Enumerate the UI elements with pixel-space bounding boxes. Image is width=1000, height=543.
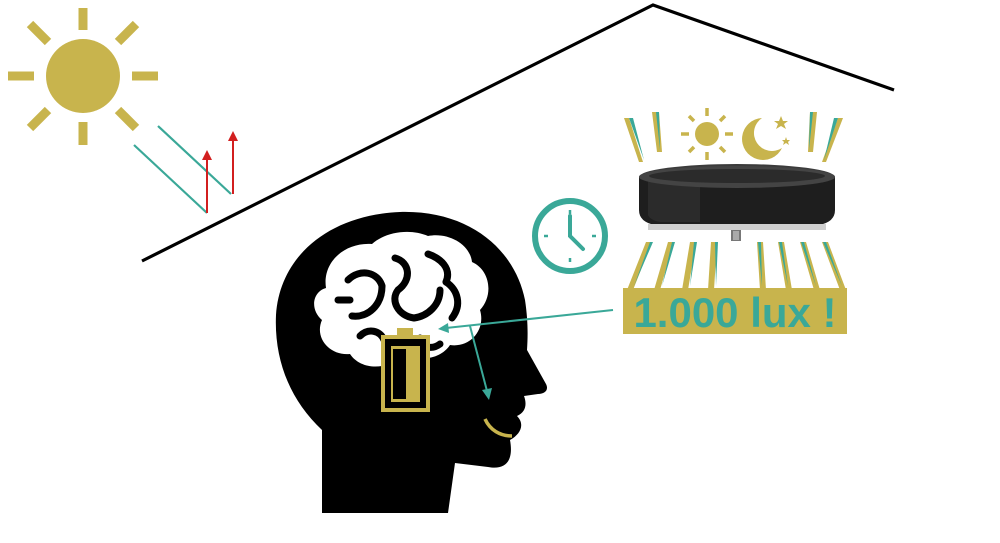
star-icon: [774, 116, 788, 129]
sun-icon: [8, 8, 158, 145]
light-therapy-lamp: [639, 164, 835, 241]
star-icon: [782, 137, 790, 145]
moon-icon: [742, 118, 782, 160]
small-sun-icon: [681, 108, 733, 160]
battery-icon: [381, 328, 430, 412]
smile-icon: [483, 418, 513, 438]
brain-icon: [314, 231, 489, 367]
lamp-glow-top: [624, 112, 843, 162]
reflected-light-icon: [133, 125, 238, 214]
clock-icon: [532, 198, 608, 274]
lamp-glow-bottom: [627, 242, 846, 290]
roof-line: [141, 3, 895, 263]
lux-label-box: [623, 288, 847, 334]
lux-label: 1.000 lux !: [633, 289, 836, 336]
light-arrows: [438, 309, 614, 400]
